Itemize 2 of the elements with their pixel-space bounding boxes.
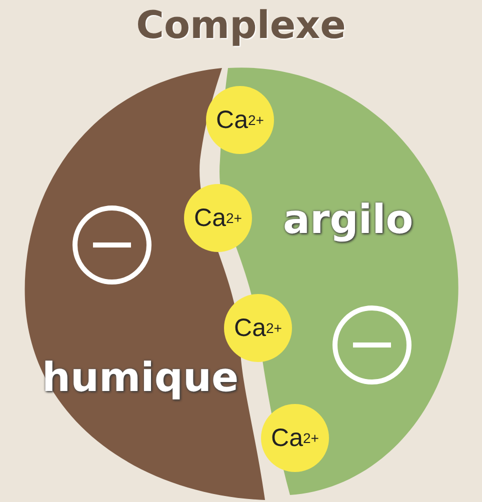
title: Complexe (135, 6, 347, 44)
shape-label: argilo (283, 200, 414, 240)
